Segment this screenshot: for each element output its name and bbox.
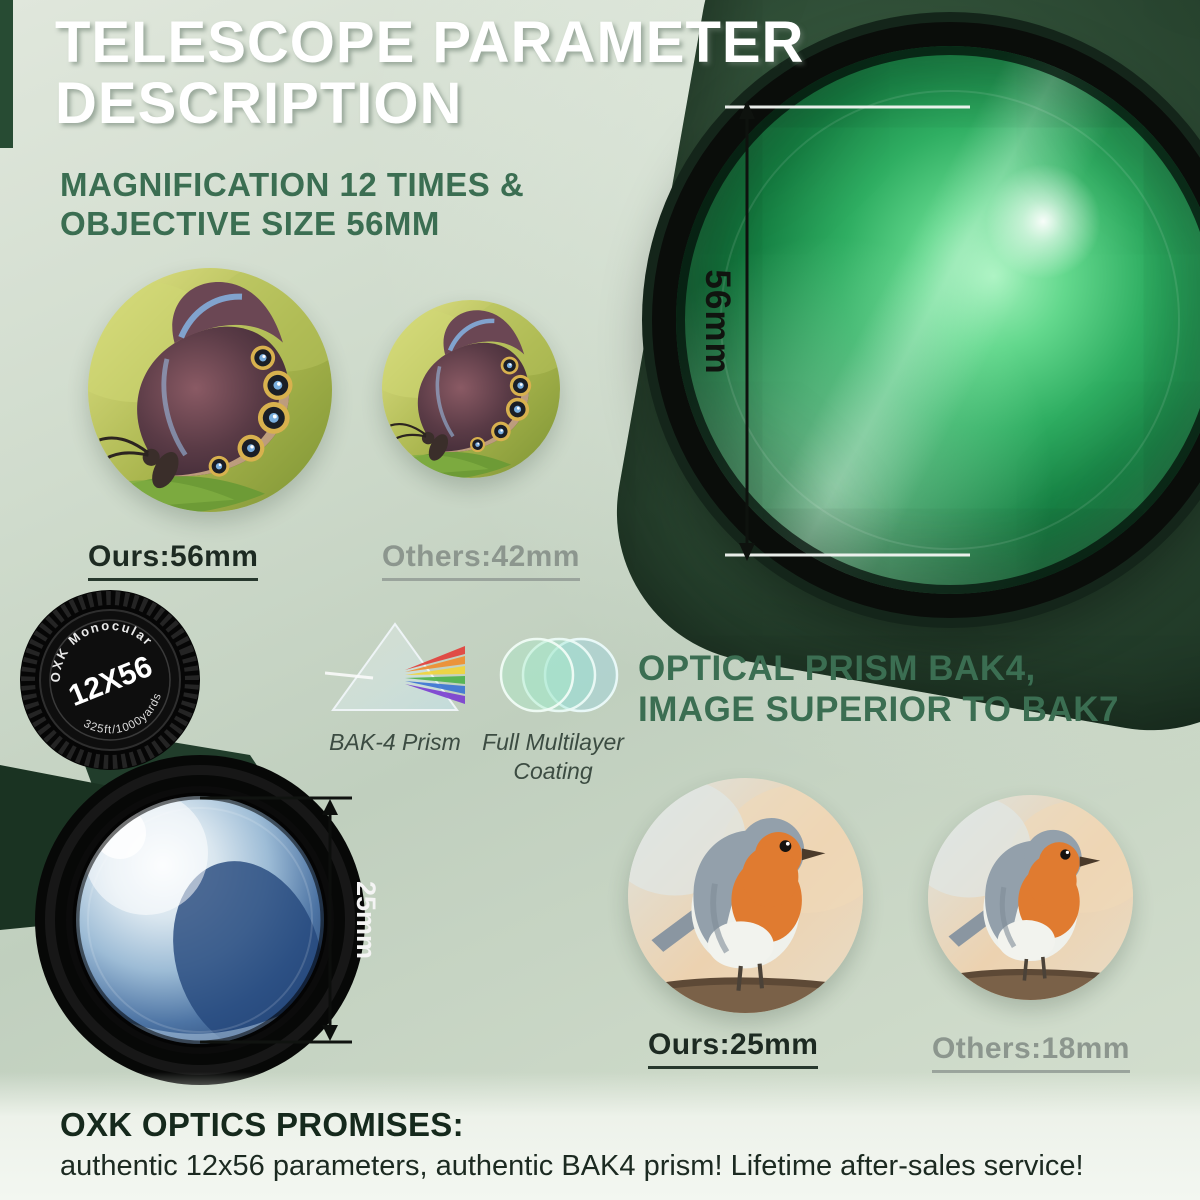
prism-heading: OPTICAL PRISM BAK4, IMAGE SUPERIOR TO BA… — [638, 648, 1119, 731]
ours-25mm-label: Ours:25mm — [648, 1028, 819, 1069]
footer-heading: OXK OPTICS PROMISES: — [60, 1106, 464, 1143]
objective-lens-glass — [676, 46, 1200, 594]
page-title: TELESCOPE PARAMETER DESCRIPTION — [55, 12, 804, 135]
coating-icon — [499, 637, 619, 713]
measure-label-56mm: 56mm — [698, 269, 737, 375]
coating-label-line1: Full Multilayer — [482, 729, 624, 755]
others-18mm-label: Others:18mm — [932, 1032, 1130, 1073]
butterfly-photo-ours — [88, 268, 332, 512]
measure-arrow-56mm — [725, 101, 970, 561]
monocular-photo: OXK Monocular 12X56 325ft/1000yards — [0, 590, 381, 1085]
magnification-heading-line2: OBJECTIVE SIZE 56MM — [60, 204, 440, 242]
left-accent-bar — [0, 0, 13, 148]
page-title-line2: DESCRIPTION — [55, 71, 463, 137]
prism-label: BAK-4 Prism — [329, 729, 461, 755]
magnification-heading-line1: MAGNIFICATION 12 TIMES & — [60, 166, 525, 203]
magnification-heading: MAGNIFICATION 12 TIMES & OBJECTIVE SIZE … — [60, 166, 524, 244]
robin-photo-others — [928, 795, 1133, 1000]
prism-icon — [325, 622, 465, 711]
prism-heading-line2: IMAGE SUPERIOR TO BAK7 — [638, 690, 1119, 730]
others-42mm-label: Others:42mm — [382, 540, 580, 581]
footer-body: authentic 12x56 parameters, authentic BA… — [60, 1150, 1084, 1182]
measure-arrow-25mm — [200, 796, 352, 1044]
butterfly-photo-others — [382, 300, 560, 478]
robin-photo-ours — [628, 778, 863, 1013]
eyepiece-cap: OXK Monocular 12X56 325ft/1000yards — [19, 590, 200, 770]
coating-label-line2: Coating — [513, 757, 593, 784]
ours-56mm-label: Ours:56mm — [88, 540, 259, 581]
eyepiece-lens — [35, 755, 365, 1085]
footer-strip — [0, 1072, 1200, 1200]
page-title-line1: TELESCOPE PARAMETER — [55, 10, 805, 75]
prism-heading-line1: OPTICAL PRISM BAK4, — [638, 649, 1036, 688]
measure-label-25mm: 25mm — [351, 881, 381, 959]
coating-label: Full Multilayer Coating — [458, 728, 648, 786]
